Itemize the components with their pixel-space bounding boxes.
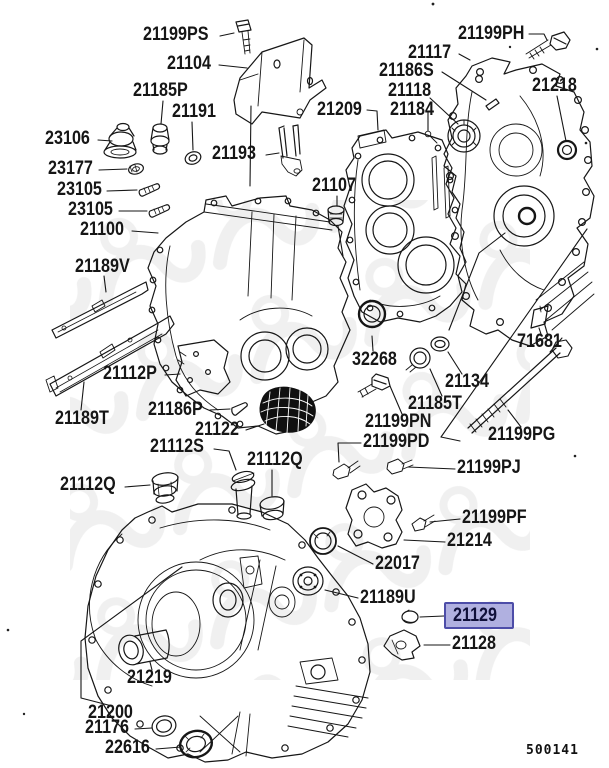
pin-23105b-drawing: [148, 204, 171, 218]
seal-22616-drawing: [178, 729, 214, 759]
part-label-21186S[interactable]: 21186S: [379, 60, 434, 81]
part-label-23105-b[interactable]: 23105: [68, 199, 113, 220]
pulley-21189U-drawing: [292, 566, 324, 596]
tag-71681-drawing: [530, 305, 549, 329]
bolt-21199PN-drawing: [357, 373, 391, 398]
sheet-code: 500141: [526, 743, 579, 758]
rail-21189T-drawing: [45, 315, 175, 397]
part-label-21112S[interactable]: 21112S: [150, 436, 204, 457]
mount-21185P-drawing: [150, 123, 170, 155]
main-case-bolt-holes: [148, 197, 320, 428]
part-label-21122[interactable]: 21122: [195, 419, 240, 440]
cap-21134-drawing: [430, 336, 450, 352]
cap-21112Q-left-drawing: [151, 472, 179, 504]
ring-21218-drawing: [556, 139, 578, 161]
right-housing-drawing: [443, 57, 595, 347]
part-label-21199PF[interactable]: 21199PF: [462, 507, 527, 528]
bottom-case-drawing: [84, 503, 371, 763]
washer-21191-drawing: [184, 151, 202, 165]
part-label-21107[interactable]: 21107: [312, 175, 357, 196]
right-housing-bolt-holes: [446, 65, 592, 327]
rail-21189V-drawing: [51, 281, 149, 339]
sleeve-21219-drawing: [118, 629, 170, 666]
plug-21107-drawing: [327, 205, 345, 227]
part-label-21191[interactable]: 21191: [172, 101, 217, 122]
part-label-21185T[interactable]: 21185T: [408, 393, 462, 414]
pin-23105a-drawing: [138, 183, 161, 197]
part-label-21104[interactable]: 21104: [167, 53, 212, 74]
cap-21112Q-right-drawing: [259, 496, 285, 521]
part-label-21184[interactable]: 21184: [390, 99, 435, 120]
part-label-21199PJ[interactable]: 21199PJ: [457, 457, 521, 478]
part-label-32268[interactable]: 32268: [352, 349, 397, 370]
part-label-21218[interactable]: 21218: [532, 75, 577, 96]
pin-21186P-drawing: [231, 402, 248, 416]
fork-21193-drawing: [278, 124, 303, 177]
part-label-21199PH[interactable]: 21199PH: [458, 23, 525, 44]
part-label-21128[interactable]: 21128: [452, 633, 497, 654]
bolt-21199PD-drawing: [332, 460, 361, 480]
part-label-21112Q-left[interactable]: 21112Q: [60, 474, 116, 495]
part-label-21199PS[interactable]: 21199PS: [143, 24, 209, 45]
part-label-21189U[interactable]: 21189U: [360, 587, 416, 608]
funnel-21112S-drawing: [230, 470, 256, 520]
part-label-21176[interactable]: 21176: [85, 717, 130, 738]
part-label-23177[interactable]: 23177: [48, 158, 93, 179]
bottom-case-bolt-holes: [88, 506, 366, 752]
part-label-21199PN[interactable]: 21199PN: [365, 411, 432, 432]
part-label-21214[interactable]: 21214: [447, 530, 492, 551]
part-label-21209[interactable]: 21209: [317, 99, 362, 120]
part-label-71681[interactable]: 71681: [517, 331, 562, 352]
selected-part-highlight-box[interactable]: 21129: [444, 602, 514, 629]
nut-23177-drawing: [128, 163, 144, 175]
seal-21176-drawing: [151, 715, 177, 737]
bolt-21199PS-drawing: [235, 19, 252, 55]
part-label-21185P[interactable]: 21185P: [133, 80, 188, 101]
clamp-21128-drawing: [383, 629, 421, 661]
bracket-21104-drawing: [233, 37, 327, 125]
part-label-21100[interactable]: 21100: [80, 219, 125, 240]
part-label-21193[interactable]: 21193: [212, 143, 257, 164]
part-label-21112Q-right[interactable]: 21112Q: [247, 449, 303, 470]
middle-case-bolt-holes: [346, 134, 459, 318]
part-label-21129[interactable]: 21129: [453, 605, 498, 626]
part-label-21186P[interactable]: 21186P: [148, 399, 203, 420]
bolt-21199PG-drawing: [467, 337, 573, 434]
part-label-21134[interactable]: 21134: [445, 371, 490, 392]
part-label-22017[interactable]: 22017: [375, 553, 420, 574]
seal-22017-drawing: [309, 527, 337, 555]
part-label-23106[interactable]: 23106: [45, 128, 90, 149]
part-label-21118[interactable]: 21118: [388, 80, 432, 101]
middle-case-drawing: [343, 129, 467, 373]
part-label-21189T[interactable]: 21189T: [55, 408, 109, 429]
plug-21185T-drawing: [405, 347, 431, 373]
seal-32268-drawing: [357, 299, 387, 329]
part-label-21200[interactable]: 21200: [88, 702, 133, 723]
damper-23106-drawing: [103, 122, 137, 159]
part-label-21199PG[interactable]: 21199PG: [488, 424, 556, 445]
part-label-23105-a[interactable]: 23105: [57, 179, 102, 200]
plug-21129-drawing: [401, 609, 419, 624]
part-label-21189V[interactable]: 21189V: [75, 256, 130, 277]
part-label-22616[interactable]: 22616: [105, 737, 150, 758]
mesh-21122-drawing: [259, 386, 316, 434]
main-case-drawing: [147, 195, 351, 435]
part-label-21219[interactable]: 21219: [127, 667, 172, 688]
part-label-21117[interactable]: 21117: [408, 42, 452, 63]
part-label-21112P[interactable]: 21112P: [103, 363, 157, 384]
speckles: [6, 2, 599, 716]
bolt-21199PH-drawing: [525, 31, 571, 60]
leader-lines: [80, 32, 588, 750]
bracket-21214-drawing: [345, 483, 403, 549]
screw-21184-drawing: [424, 130, 438, 144]
pin-21186S-drawing: [485, 98, 500, 111]
part-label-21199PD[interactable]: 21199PD: [363, 431, 430, 452]
bearing-21118-drawing: [447, 119, 481, 153]
